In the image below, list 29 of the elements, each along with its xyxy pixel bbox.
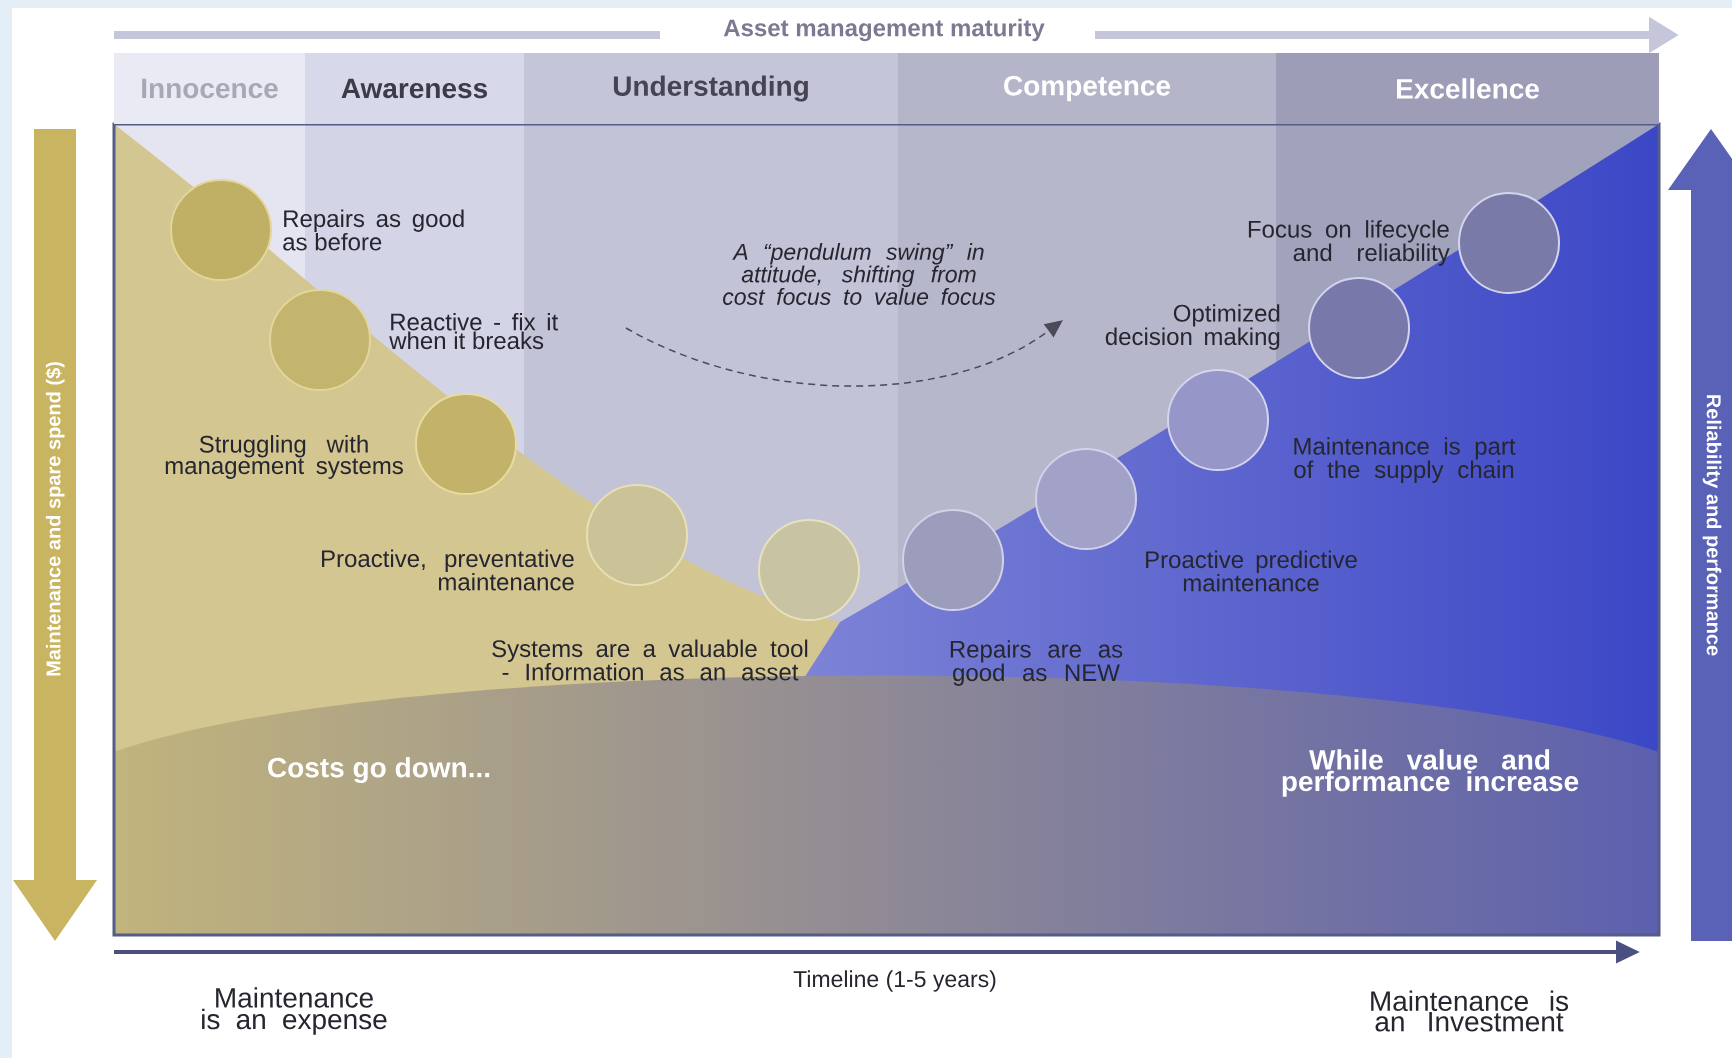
step-label: Optimized decision making [1105, 304, 1280, 350]
stage-band: Excellence [1276, 53, 1659, 124]
axis-label: Timeline (1-5 years) [793, 970, 996, 992]
note-text: A “pendulum swing” in attitude, shifting from cost focus to value focus [723, 243, 996, 305]
caption-text: Maintenance is an Investment [1371, 990, 1569, 1032]
stage-band: Awareness [305, 53, 524, 124]
area-label: Costs go down... [268, 756, 490, 784]
step-label: Maintenance is part of the supply chain [1294, 437, 1516, 483]
node-label: Awareness [341, 78, 488, 99]
axis-label: Reliability and performance [1702, 395, 1722, 656]
step-label: Focus on lifecycle and reliability [1248, 220, 1450, 266]
stage-band: Understanding [524, 53, 898, 124]
node-label: Innocence [142, 78, 278, 99]
stage-band: Competence [898, 53, 1276, 124]
heading: Asset management maturity [723, 18, 1045, 42]
axis-label: Maintenance and spare spend ($) [45, 362, 65, 676]
caption-text: Maintenance is an expense [202, 987, 387, 1035]
step-label: Proactive predictive maintenance [1146, 550, 1357, 592]
node-label: Competence [1004, 75, 1171, 102]
step-label: Repairs are as good as NEW [950, 640, 1123, 686]
step-label: Reactive - fix it when it breaks [389, 312, 559, 350]
step-label: Systems are a valuable tool - Information as an asset [492, 639, 808, 681]
step-label: Repairs as good as before [283, 209, 464, 251]
area-label: While value and performance increase [1282, 749, 1579, 797]
step-label: Struggling with management systems [165, 435, 403, 479]
step-label: Proactive, preventative maintenance [322, 549, 574, 591]
node-label: Excellence [1397, 78, 1539, 99]
node-label: Understanding [613, 75, 808, 102]
stage-band: Innocence [114, 53, 305, 124]
